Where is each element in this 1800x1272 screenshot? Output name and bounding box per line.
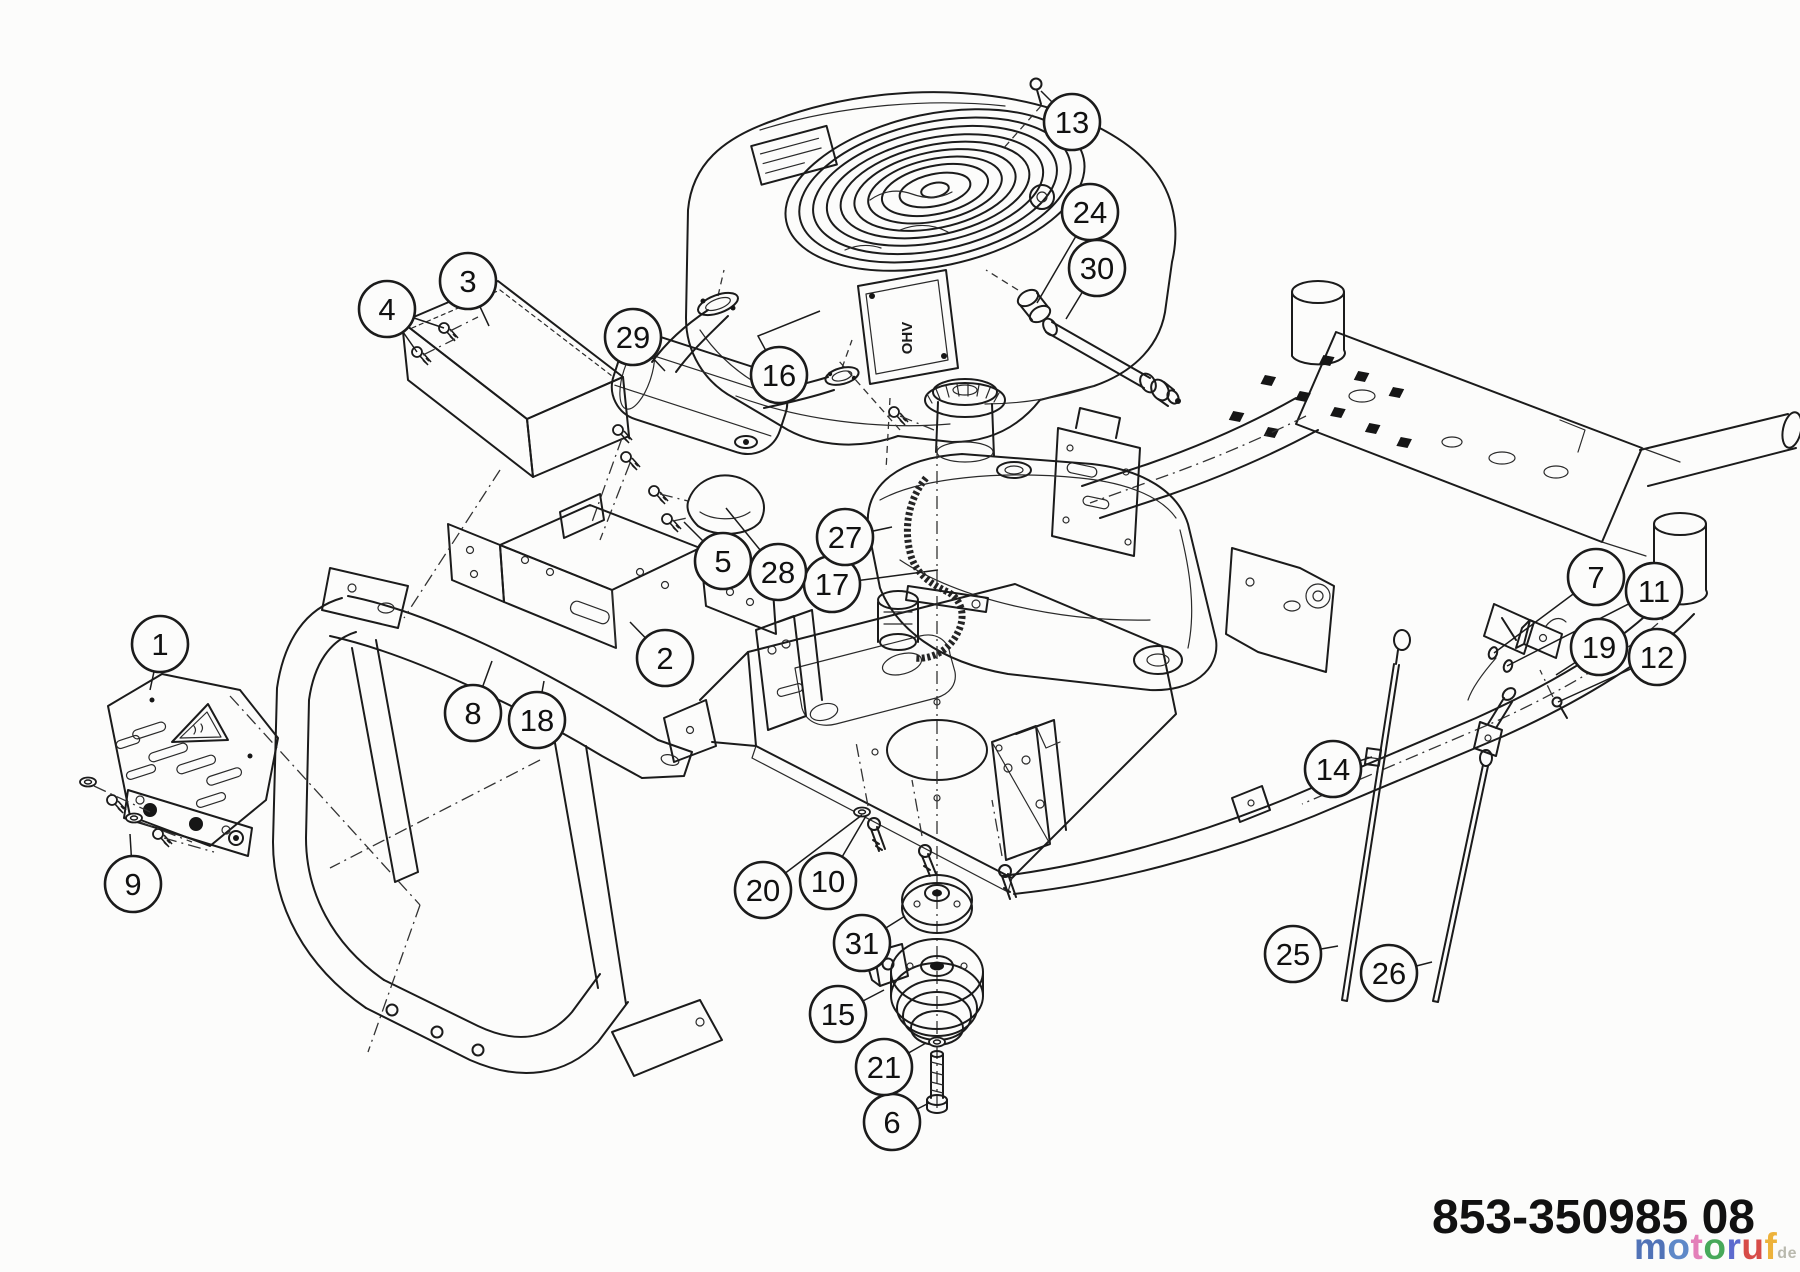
svg-text:10: 10 — [811, 864, 845, 899]
watermark-logo: motorufde — [1634, 1226, 1797, 1268]
svg-text:13: 13 — [1055, 105, 1089, 140]
clutch-and-pulley — [853, 446, 1017, 1114]
callout-1[interactable]: 1 — [130, 614, 190, 691]
callout-29[interactable]: 29 — [603, 307, 666, 372]
svg-text:3: 3 — [459, 264, 476, 299]
dipstick-rod-25 — [1341, 629, 1411, 1002]
svg-text:24: 24 — [1073, 195, 1107, 230]
svg-text:6: 6 — [883, 1105, 900, 1140]
cable-bracket-19 — [1467, 617, 1568, 719]
callout-26[interactable]: 26 — [1359, 943, 1433, 1003]
callout-28[interactable]: 28 — [725, 507, 808, 602]
diagram-part-number: 853-350985 08 — [1432, 1191, 1755, 1244]
callout-14[interactable]: 14 — [1303, 739, 1373, 799]
svg-text:20: 20 — [746, 873, 780, 908]
svg-text:17: 17 — [815, 567, 849, 602]
muffler-deflector — [648, 474, 765, 535]
callout-2[interactable]: 2 — [629, 621, 695, 688]
watermark-letter: t — [1690, 1226, 1704, 1267]
heat-shield — [401, 280, 641, 541]
callout-19[interactable]: 19 — [1555, 617, 1629, 677]
callout-11[interactable]: 11 — [1506, 561, 1684, 667]
watermark-letter: f — [1764, 1226, 1778, 1267]
svg-text:11: 11 — [1638, 574, 1670, 609]
clutch-washer — [928, 1036, 946, 1048]
svg-text:31: 31 — [845, 926, 879, 961]
callout-27[interactable]: 27 — [815, 507, 893, 567]
callout-12[interactable]: 12 — [1557, 627, 1687, 703]
callout-7[interactable]: 7 — [1493, 547, 1626, 654]
svg-text:4: 4 — [378, 292, 395, 327]
callout-8[interactable]: 8 — [443, 660, 503, 743]
watermark-letter: o — [1703, 1226, 1727, 1267]
front-bumper — [229, 469, 723, 1077]
engine-fan-screen — [784, 108, 1086, 272]
control-rod-26 — [1432, 687, 1517, 1003]
callout-16[interactable]: 16 — [749, 310, 821, 405]
engine-pulley — [901, 874, 973, 934]
svg-text:2: 2 — [656, 641, 673, 676]
callout-10[interactable]: 10 — [798, 815, 867, 911]
svg-text:21: 21 — [867, 1050, 901, 1085]
svg-text:15: 15 — [821, 997, 855, 1032]
svg-text:16: 16 — [762, 358, 796, 393]
svg-text:7: 7 — [1587, 560, 1604, 595]
engine-assembly: OHV — [685, 91, 1177, 471]
svg-text:27: 27 — [828, 520, 862, 555]
oil-drain-valve-and-hose — [985, 269, 1181, 407]
svg-text:5: 5 — [714, 544, 731, 579]
callout-13[interactable]: 13 — [1040, 90, 1102, 152]
callout-6[interactable]: 6 — [862, 1092, 930, 1152]
svg-text:14: 14 — [1316, 752, 1350, 787]
engine-air-filter-cover — [857, 269, 959, 385]
callout-15[interactable]: 15 — [808, 984, 885, 1044]
fuel-shutoff-valve — [877, 585, 989, 651]
engine-cap — [1029, 184, 1055, 210]
callout-5[interactable]: 5 — [683, 521, 753, 591]
clutch-bolt — [926, 1050, 948, 1114]
watermark-letter: r — [1726, 1226, 1742, 1267]
svg-text:19: 19 — [1582, 630, 1616, 665]
callout-18[interactable]: 18 — [507, 680, 567, 750]
fuel-tank — [866, 378, 1218, 692]
callout-24[interactable]: 24 — [1036, 182, 1120, 304]
svg-text:12: 12 — [1640, 640, 1674, 675]
control-rods — [1341, 617, 1568, 1003]
watermark-letter: m — [1634, 1226, 1668, 1267]
front-grille-plate — [79, 673, 279, 857]
engine-screw-13 — [1001, 77, 1043, 151]
engine-control-module — [750, 124, 838, 186]
engine-label: OHV — [899, 322, 916, 355]
callout-30[interactable]: 30 — [1065, 238, 1127, 320]
svg-text:30: 30 — [1080, 251, 1114, 286]
svg-text:1: 1 — [151, 627, 168, 662]
fuel-hose — [903, 475, 966, 662]
svg-text:9: 9 — [124, 867, 141, 902]
watermark-letter: u — [1741, 1226, 1765, 1267]
svg-text:18: 18 — [520, 703, 554, 738]
callout-25[interactable]: 25 — [1263, 924, 1339, 984]
svg-text:29: 29 — [616, 320, 650, 355]
svg-text:25: 25 — [1276, 937, 1310, 972]
callout-31[interactable]: 31 — [832, 913, 906, 973]
watermark-suffix: de — [1777, 1245, 1797, 1262]
callout-21[interactable]: 21 — [854, 1037, 927, 1097]
callout-3[interactable]: 3 — [438, 251, 498, 327]
svg-text:28: 28 — [761, 555, 795, 590]
callout-20[interactable]: 20 — [733, 814, 863, 920]
callout-4[interactable]: 4 — [357, 279, 445, 353]
svg-text:26: 26 — [1372, 956, 1406, 991]
callout-9[interactable]: 9 — [103, 833, 163, 914]
svg-text:8: 8 — [464, 696, 481, 731]
watermark-letter: o — [1667, 1226, 1691, 1267]
fuel-cap — [924, 378, 1006, 418]
electric-clutch — [865, 938, 984, 1046]
